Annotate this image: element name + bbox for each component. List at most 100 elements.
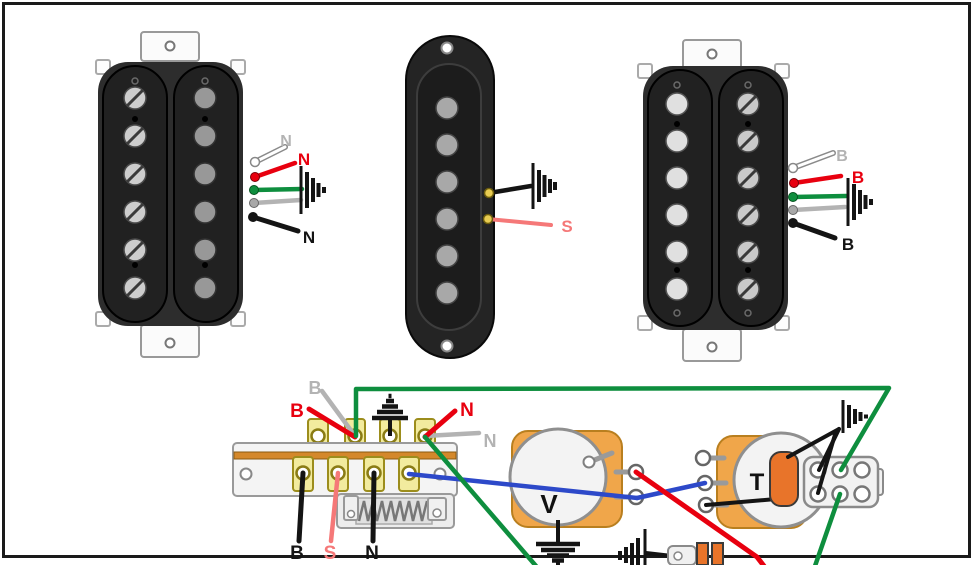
output-jack (786, 400, 884, 509)
mounting-hole (164, 337, 176, 349)
label-switch-out-bridge: B (290, 543, 304, 564)
switch-screw-hole (239, 467, 253, 481)
red-wire (252, 160, 298, 180)
bobbin-hole (131, 77, 139, 85)
label-switch-out-middle: S (324, 543, 337, 564)
casing-lug (582, 455, 596, 469)
bottom-ground-and-capacitor (618, 529, 724, 565)
tone-capacitor (769, 451, 799, 507)
clamp-hole (673, 551, 683, 561)
screw-coil-bobbin (718, 69, 784, 327)
bridge-output-wire (296, 470, 306, 544)
tone-lug-to-cap-wire (704, 497, 778, 507)
screw-coil-bobbin (102, 65, 168, 323)
eyelet (483, 187, 495, 199)
mounting-hole (440, 41, 454, 55)
slug-poles (193, 86, 217, 300)
hookup-wires (353, 385, 892, 565)
pot-casing (508, 427, 608, 527)
switch-to-volume-blue-wire (406, 471, 640, 501)
pole-pieces (435, 96, 459, 305)
bare-wire (790, 204, 848, 213)
label-neck-red: N (298, 150, 310, 169)
bottom-ground-symbol (618, 529, 674, 565)
neck-humbucker-pickup: N N N (95, 31, 326, 358)
neck-pickup-leads (248, 144, 305, 234)
neck-red-to-switch (422, 408, 458, 440)
slug-poles (665, 92, 689, 301)
label-switch-neck-white: N (484, 431, 497, 451)
screw-slots (126, 89, 144, 297)
jack-ground-symbol (841, 400, 868, 433)
screw-slots (739, 95, 757, 298)
middle-ground-symbol (531, 163, 557, 209)
volume-pot: V (508, 427, 645, 565)
bobbin-hole (744, 81, 752, 89)
switch-labels: B B N N B S N (290, 378, 496, 564)
green-wire (251, 186, 305, 193)
red-wire (791, 173, 844, 186)
ground-wire (486, 183, 534, 196)
bobbin-hole (673, 81, 681, 89)
label-switch-bridge-white: B (309, 378, 322, 398)
middle-single-coil-pickup: S (405, 35, 573, 359)
volume-output-red-wire (633, 469, 767, 565)
baseplate-corner (230, 59, 246, 75)
label-bridge-red: B (852, 168, 864, 187)
label-volume: V (540, 489, 558, 519)
switch-output-wires (296, 470, 377, 544)
bobbin-dots (132, 116, 208, 268)
bridge-pickup-leads (787, 150, 849, 241)
volume-ground-symbol (536, 520, 580, 565)
neck-white-to-switch (422, 430, 482, 439)
black-wire (790, 220, 838, 241)
jack-ground-wires (786, 427, 841, 495)
label-switch-bridge-red: B (290, 401, 304, 422)
baseplate-corner (95, 59, 111, 75)
baseplate-corner (637, 63, 653, 79)
neck-output-wire (370, 470, 377, 544)
bridge-ground-symbol (846, 178, 873, 226)
bobbin-hole (673, 309, 681, 317)
label-middle-hot: S (561, 217, 572, 236)
green-ground-wire-top (353, 385, 892, 473)
label-neck-white: N (280, 133, 292, 150)
switch-ground-symbol (372, 393, 408, 436)
green-ground-wire-jack (812, 491, 843, 565)
tone-lug-1 (694, 449, 712, 467)
neck-ground-symbol (299, 166, 326, 214)
bridge-humbucker-pickup: B B B (637, 39, 873, 362)
bobbin-hole (744, 309, 752, 317)
label-switch-out-neck: N (365, 543, 379, 564)
label-bridge-black: B (842, 235, 854, 254)
mounting-hole (164, 40, 176, 52)
bridge-red-to-switch (306, 406, 358, 440)
white-wire (791, 151, 835, 170)
slug-coil-bobbin (173, 65, 239, 323)
mounting-hole (706, 341, 718, 353)
slug-coil-bobbin (647, 69, 713, 327)
label-neck-black: N (303, 228, 315, 247)
bobbin-dots (674, 121, 751, 273)
green-wire (790, 193, 849, 200)
switch-spring-housing (336, 493, 455, 529)
bobbin (416, 63, 482, 331)
label-bridge-white: B (836, 148, 848, 165)
middle-output-wire (328, 470, 341, 544)
white-wire (253, 145, 287, 164)
eyelet (482, 213, 494, 225)
bridge-white-to-switch (319, 388, 358, 439)
baseplate-corner (637, 315, 653, 331)
green-ground-wire-switch (422, 434, 539, 565)
capacitor-leg (696, 542, 709, 565)
mounting-hole (440, 339, 454, 353)
jack-holes (809, 461, 871, 503)
switch-input-wires (306, 388, 482, 440)
bare-wire (251, 197, 304, 206)
volume-to-tone-blue-wire (634, 480, 708, 501)
label-tone: T (750, 469, 765, 496)
label-switch-neck-red: N (460, 400, 474, 421)
black-wire (250, 214, 301, 234)
capacitor-leg (711, 542, 724, 565)
